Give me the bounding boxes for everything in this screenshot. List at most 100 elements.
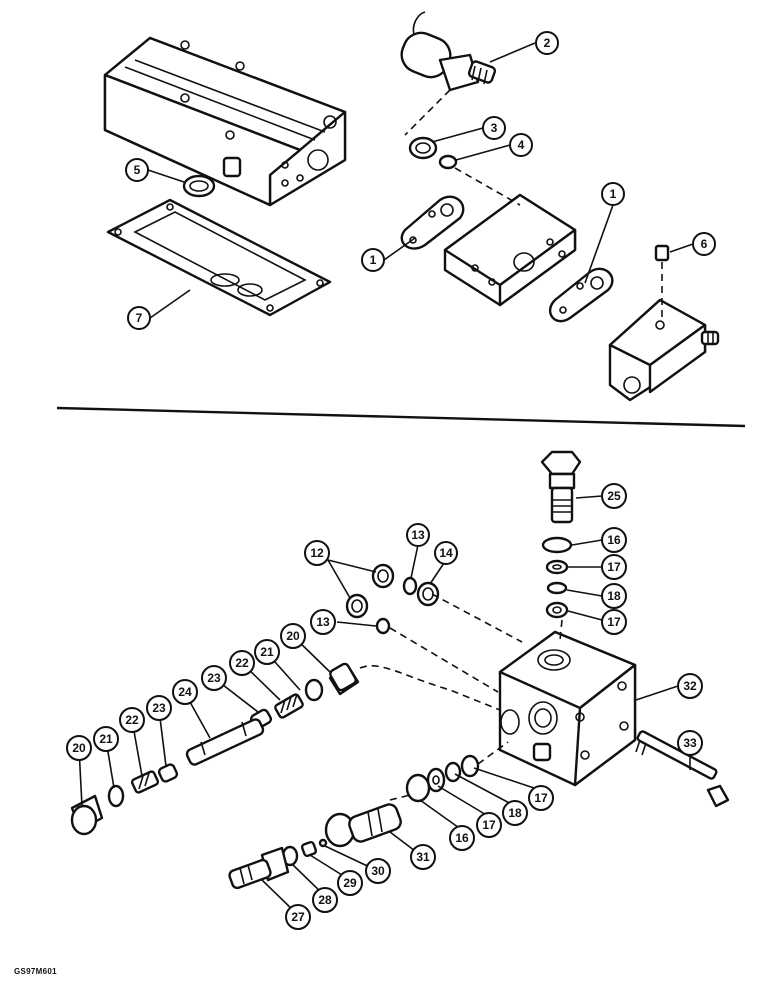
- flange-gasket-right: [548, 267, 614, 323]
- bolt: [635, 730, 730, 808]
- svg-text:27: 27: [291, 910, 305, 924]
- seal-5: [182, 174, 216, 198]
- callout-28: 28: [312, 887, 338, 913]
- svg-text:20: 20: [286, 629, 300, 643]
- svg-text:18: 18: [607, 589, 621, 603]
- poppet-23-left: [157, 763, 179, 783]
- svg-text:29: 29: [343, 876, 357, 890]
- svg-text:18: 18: [508, 806, 522, 820]
- callout-20-right: 20: [280, 623, 306, 649]
- valve-housing: [103, 36, 347, 207]
- svg-text:16: 16: [455, 831, 469, 845]
- svg-text:20: 20: [72, 741, 86, 755]
- callout-17-bottom: 17: [476, 812, 502, 838]
- callout-18-bottom: 18: [502, 800, 528, 826]
- main-valve-body: [498, 630, 637, 787]
- leader-lines: [78, 42, 694, 916]
- washer-17-bottom-right: [460, 754, 480, 778]
- svg-text:33: 33: [683, 736, 697, 750]
- callout-7: 7: [127, 306, 151, 330]
- svg-text:28: 28: [318, 893, 332, 907]
- callout-16-top: 16: [601, 527, 627, 553]
- svg-text:31: 31: [416, 850, 430, 864]
- callout-31: 31: [410, 844, 436, 870]
- figure-code: GS97M601: [14, 967, 57, 976]
- callout-21-right: 21: [254, 639, 280, 665]
- cartridge-valve: [540, 450, 582, 524]
- svg-text:14: 14: [439, 546, 453, 560]
- seal-14: [416, 581, 440, 607]
- washer-16-top: [541, 536, 573, 554]
- seal-12-lower: [345, 593, 369, 619]
- spring-22-right: [274, 693, 304, 719]
- svg-text:24: 24: [178, 685, 192, 699]
- washer-18-bottom: [444, 761, 462, 783]
- section-divider: [56, 406, 746, 428]
- spring-22-left: [130, 770, 160, 794]
- o-ring-21-left: [107, 784, 125, 808]
- washer-16-bottom: [405, 773, 431, 803]
- callout-2: 2: [535, 31, 559, 55]
- callout-21-left: 21: [93, 726, 119, 752]
- svg-text:13: 13: [316, 615, 330, 629]
- svg-text:1: 1: [370, 253, 377, 267]
- callout-17-lower: 17: [601, 609, 627, 635]
- svg-text:4: 4: [518, 138, 525, 152]
- plug-6: [654, 244, 670, 262]
- seal-12-upper: [371, 563, 395, 589]
- callout-22-left: 22: [119, 707, 145, 733]
- relief-valve-block: [608, 298, 720, 402]
- svg-text:2: 2: [544, 36, 551, 50]
- callout-18-top: 18: [601, 583, 627, 609]
- svg-text:17: 17: [534, 791, 548, 805]
- svg-text:16: 16: [607, 533, 621, 547]
- svg-text:30: 30: [371, 864, 385, 878]
- svg-text:17: 17: [607, 560, 621, 574]
- callout-14: 14: [434, 541, 458, 565]
- callout-30: 30: [365, 858, 391, 884]
- washer-17-bottom: [426, 767, 446, 793]
- callout-1-right: 1: [601, 182, 625, 206]
- callout-25: 25: [601, 483, 627, 509]
- solenoid-mounting-block: [443, 193, 577, 307]
- o-ring-13-upper: [402, 576, 418, 596]
- svg-text:12: 12: [310, 546, 324, 560]
- callout-23-left: 23: [146, 695, 172, 721]
- plug-20-right: [328, 662, 360, 696]
- check-ball: [318, 838, 328, 848]
- callout-32: 32: [677, 673, 703, 699]
- svg-text:5: 5: [134, 163, 141, 177]
- svg-text:13: 13: [411, 528, 425, 542]
- callout-13-lower: 13: [310, 609, 336, 635]
- callout-24: 24: [172, 679, 198, 705]
- callout-4: 4: [509, 133, 533, 157]
- fitting-27: [228, 846, 290, 890]
- callout-33: 33: [677, 730, 703, 756]
- svg-text:7: 7: [136, 311, 143, 325]
- callout-27: 27: [285, 904, 311, 930]
- svg-text:1: 1: [610, 187, 617, 201]
- callout-17-bottom-right: 17: [528, 785, 554, 811]
- callout-5: 5: [125, 158, 149, 182]
- callout-6: 6: [692, 232, 716, 256]
- svg-text:32: 32: [683, 679, 697, 693]
- callout-1-left: 1: [361, 248, 385, 272]
- callout-22-right: 22: [229, 650, 255, 676]
- callout-13-upper: 13: [406, 523, 430, 547]
- svg-text:6: 6: [701, 237, 708, 251]
- spool: [185, 718, 265, 766]
- washer-17-top: [545, 559, 569, 575]
- svg-text:22: 22: [125, 713, 139, 727]
- svg-text:23: 23: [152, 701, 166, 715]
- washer-18-top: [546, 581, 568, 595]
- flange-gasket-left: [400, 195, 465, 250]
- callout-29: 29: [337, 870, 363, 896]
- svg-text:3: 3: [491, 121, 498, 135]
- o-ring-13-lower: [375, 617, 391, 635]
- svg-text:17: 17: [607, 615, 621, 629]
- svg-text:22: 22: [235, 656, 249, 670]
- washer-17-lower: [545, 601, 569, 619]
- o-ring-4: [438, 154, 458, 170]
- svg-text:21: 21: [260, 645, 274, 659]
